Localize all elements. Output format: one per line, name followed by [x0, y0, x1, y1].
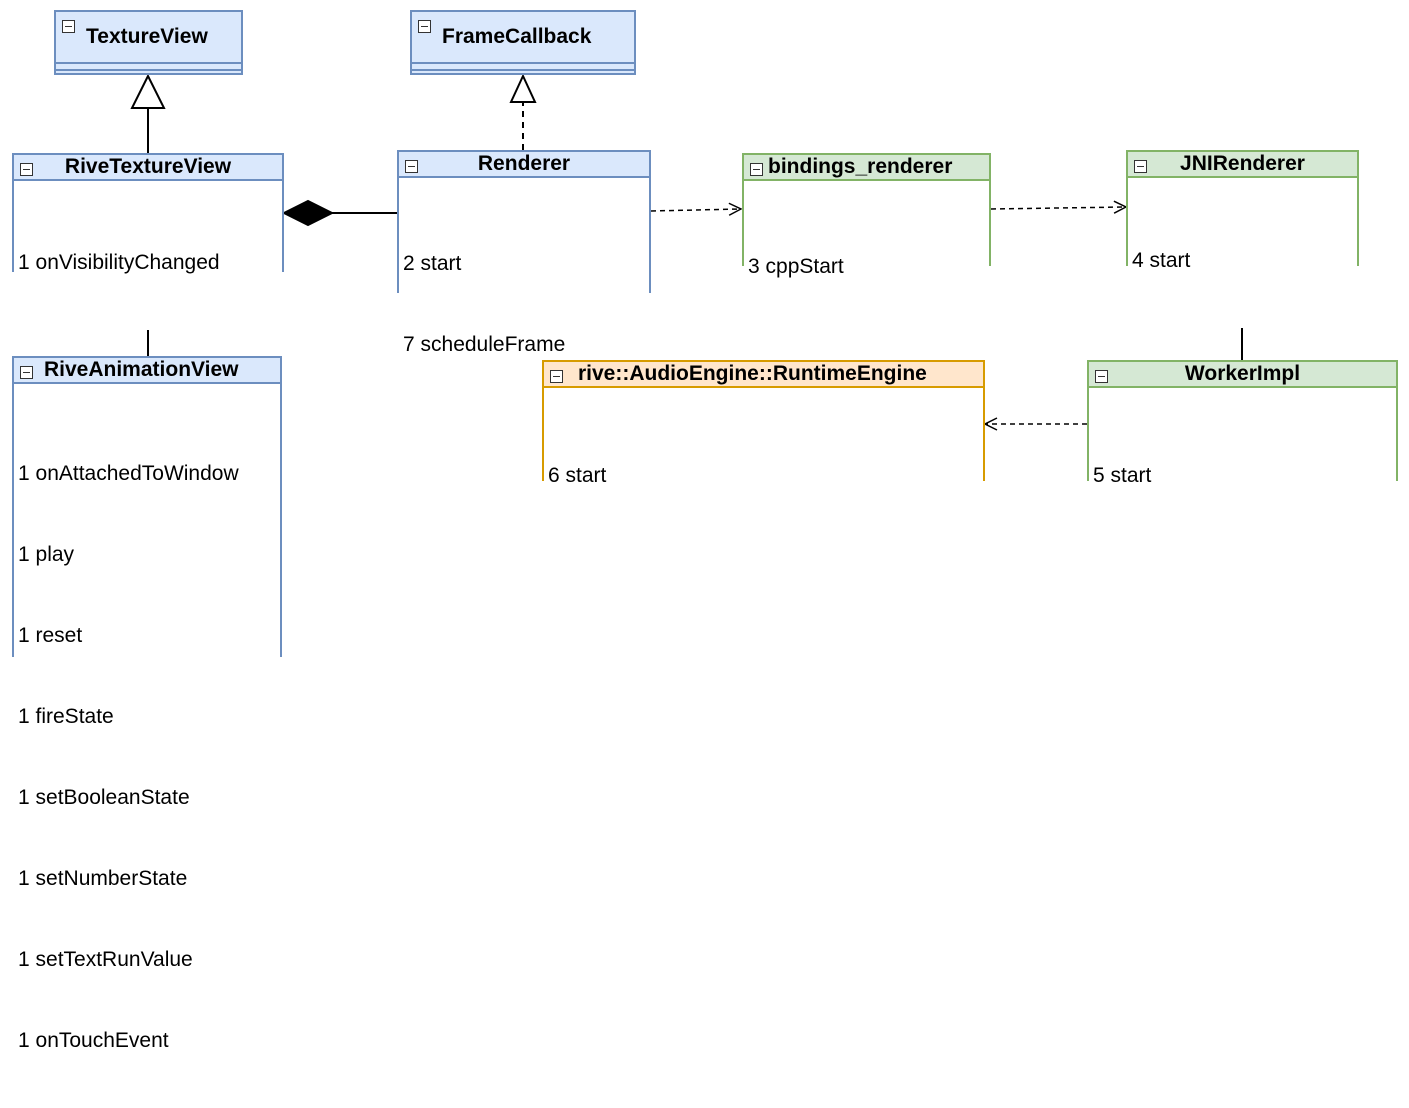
class-divider: [412, 69, 634, 71]
class-methods: 1 onAttachedToWindow 1 play 1 reset 1 fi…: [14, 384, 280, 1108]
method[interactable]: 4 start: [1132, 249, 1191, 272]
class-name: rive::AudioEngine::RuntimeEngine: [578, 362, 927, 385]
method[interactable]: 6 start: [548, 464, 607, 487]
class-bindings-renderer[interactable]: bindings_renderer 3 cppStart: [742, 153, 991, 334]
collapse-icon[interactable]: [418, 20, 431, 33]
class-divider: [56, 69, 241, 71]
class-header: RiveAnimationView: [14, 358, 280, 382]
edge-rivetextureview-extends-textureview: [130, 73, 166, 153]
class-divider: [1128, 176, 1357, 178]
edge-bindingsrenderer-depends-jnirenderer: [990, 207, 1125, 209]
class-name: JNIRenderer: [1180, 152, 1305, 175]
class-header: WorkerImpl: [1089, 362, 1396, 386]
class-name: Renderer: [477, 152, 571, 175]
class-methods: 6 start: [544, 388, 983, 543]
class-header: Renderer: [399, 152, 649, 176]
class-divider: [744, 179, 989, 181]
method[interactable]: 1 onAttachedToWindow: [18, 462, 239, 485]
class-divider: [412, 62, 634, 69]
class-divider: [56, 62, 241, 69]
collapse-icon[interactable]: [1134, 160, 1147, 173]
method[interactable]: 1 onVisibilityChanged: [18, 251, 220, 274]
class-methods: 1 onVisibilityChanged: [14, 181, 282, 330]
class-divider: [14, 382, 280, 384]
class-framecallback[interactable]: FrameCallback: [410, 10, 636, 75]
class-header: JNIRenderer: [1128, 152, 1357, 176]
class-divider: [544, 386, 983, 388]
class-header: rive::AudioEngine::RuntimeEngine: [544, 362, 983, 386]
collapse-icon[interactable]: [550, 370, 563, 383]
class-methods: 3 cppStart: [744, 181, 989, 334]
class-divider: [14, 179, 282, 181]
class-name: TextureView: [86, 25, 208, 48]
edge-renderer-depends-bindingsrenderer: [650, 209, 740, 211]
class-renderer[interactable]: Renderer 2 start 7 scheduleFrame: [397, 150, 651, 412]
class-rivetextureview[interactable]: RiveTextureView 1 onVisibilityChanged: [12, 153, 284, 330]
method[interactable]: 5 start: [1093, 464, 1152, 487]
class-header: bindings_renderer: [744, 155, 989, 179]
class-divider: [1089, 386, 1396, 388]
class-methods: 4 start: [1128, 178, 1357, 328]
method[interactable]: 1 setBooleanState: [18, 786, 190, 809]
method[interactable]: 1 onTouchEvent: [18, 1029, 169, 1052]
class-header: TextureView: [56, 12, 241, 62]
edge-rivetextureview-composes-renderer: [281, 199, 398, 227]
collapse-icon[interactable]: [20, 163, 33, 176]
class-divider: [399, 176, 649, 178]
class-name: WorkerImpl: [1184, 362, 1301, 385]
method[interactable]: 1 fireState: [18, 705, 114, 728]
collapse-icon[interactable]: [62, 20, 75, 33]
class-name: RiveTextureView: [64, 155, 232, 178]
method[interactable]: 1 play: [18, 543, 75, 566]
method[interactable]: 2 start: [403, 252, 462, 275]
edge-renderer-implements-framecallback: [509, 73, 537, 150]
class-riveanimationview[interactable]: RiveAnimationView 1 onAttachedToWindow 1…: [12, 356, 282, 1108]
class-textureview[interactable]: TextureView: [54, 10, 243, 75]
class-header: RiveTextureView: [14, 155, 282, 179]
class-name: bindings_renderer: [768, 155, 953, 178]
method[interactable]: 3 cppStart: [748, 255, 844, 278]
class-workerimpl[interactable]: WorkerImpl 5 start: [1087, 360, 1398, 543]
class-jnirenderer[interactable]: JNIRenderer 4 start: [1126, 150, 1359, 328]
method[interactable]: 1 setNumberState: [18, 867, 188, 890]
class-methods: 5 start: [1089, 388, 1396, 543]
collapse-icon[interactable]: [750, 163, 763, 176]
collapse-icon[interactable]: [20, 366, 33, 379]
class-header: FrameCallback: [412, 12, 634, 62]
method[interactable]: 7 scheduleFrame: [403, 333, 566, 356]
class-name: FrameCallback: [442, 25, 592, 48]
collapse-icon[interactable]: [405, 160, 418, 173]
method[interactable]: 1 reset: [18, 624, 83, 647]
class-runtimeengine[interactable]: rive::AudioEngine::RuntimeEngine 6 start: [542, 360, 985, 543]
method[interactable]: 1 setTextRunValue: [18, 948, 193, 971]
class-name: RiveAnimationView: [44, 358, 239, 381]
collapse-icon[interactable]: [1095, 370, 1108, 383]
